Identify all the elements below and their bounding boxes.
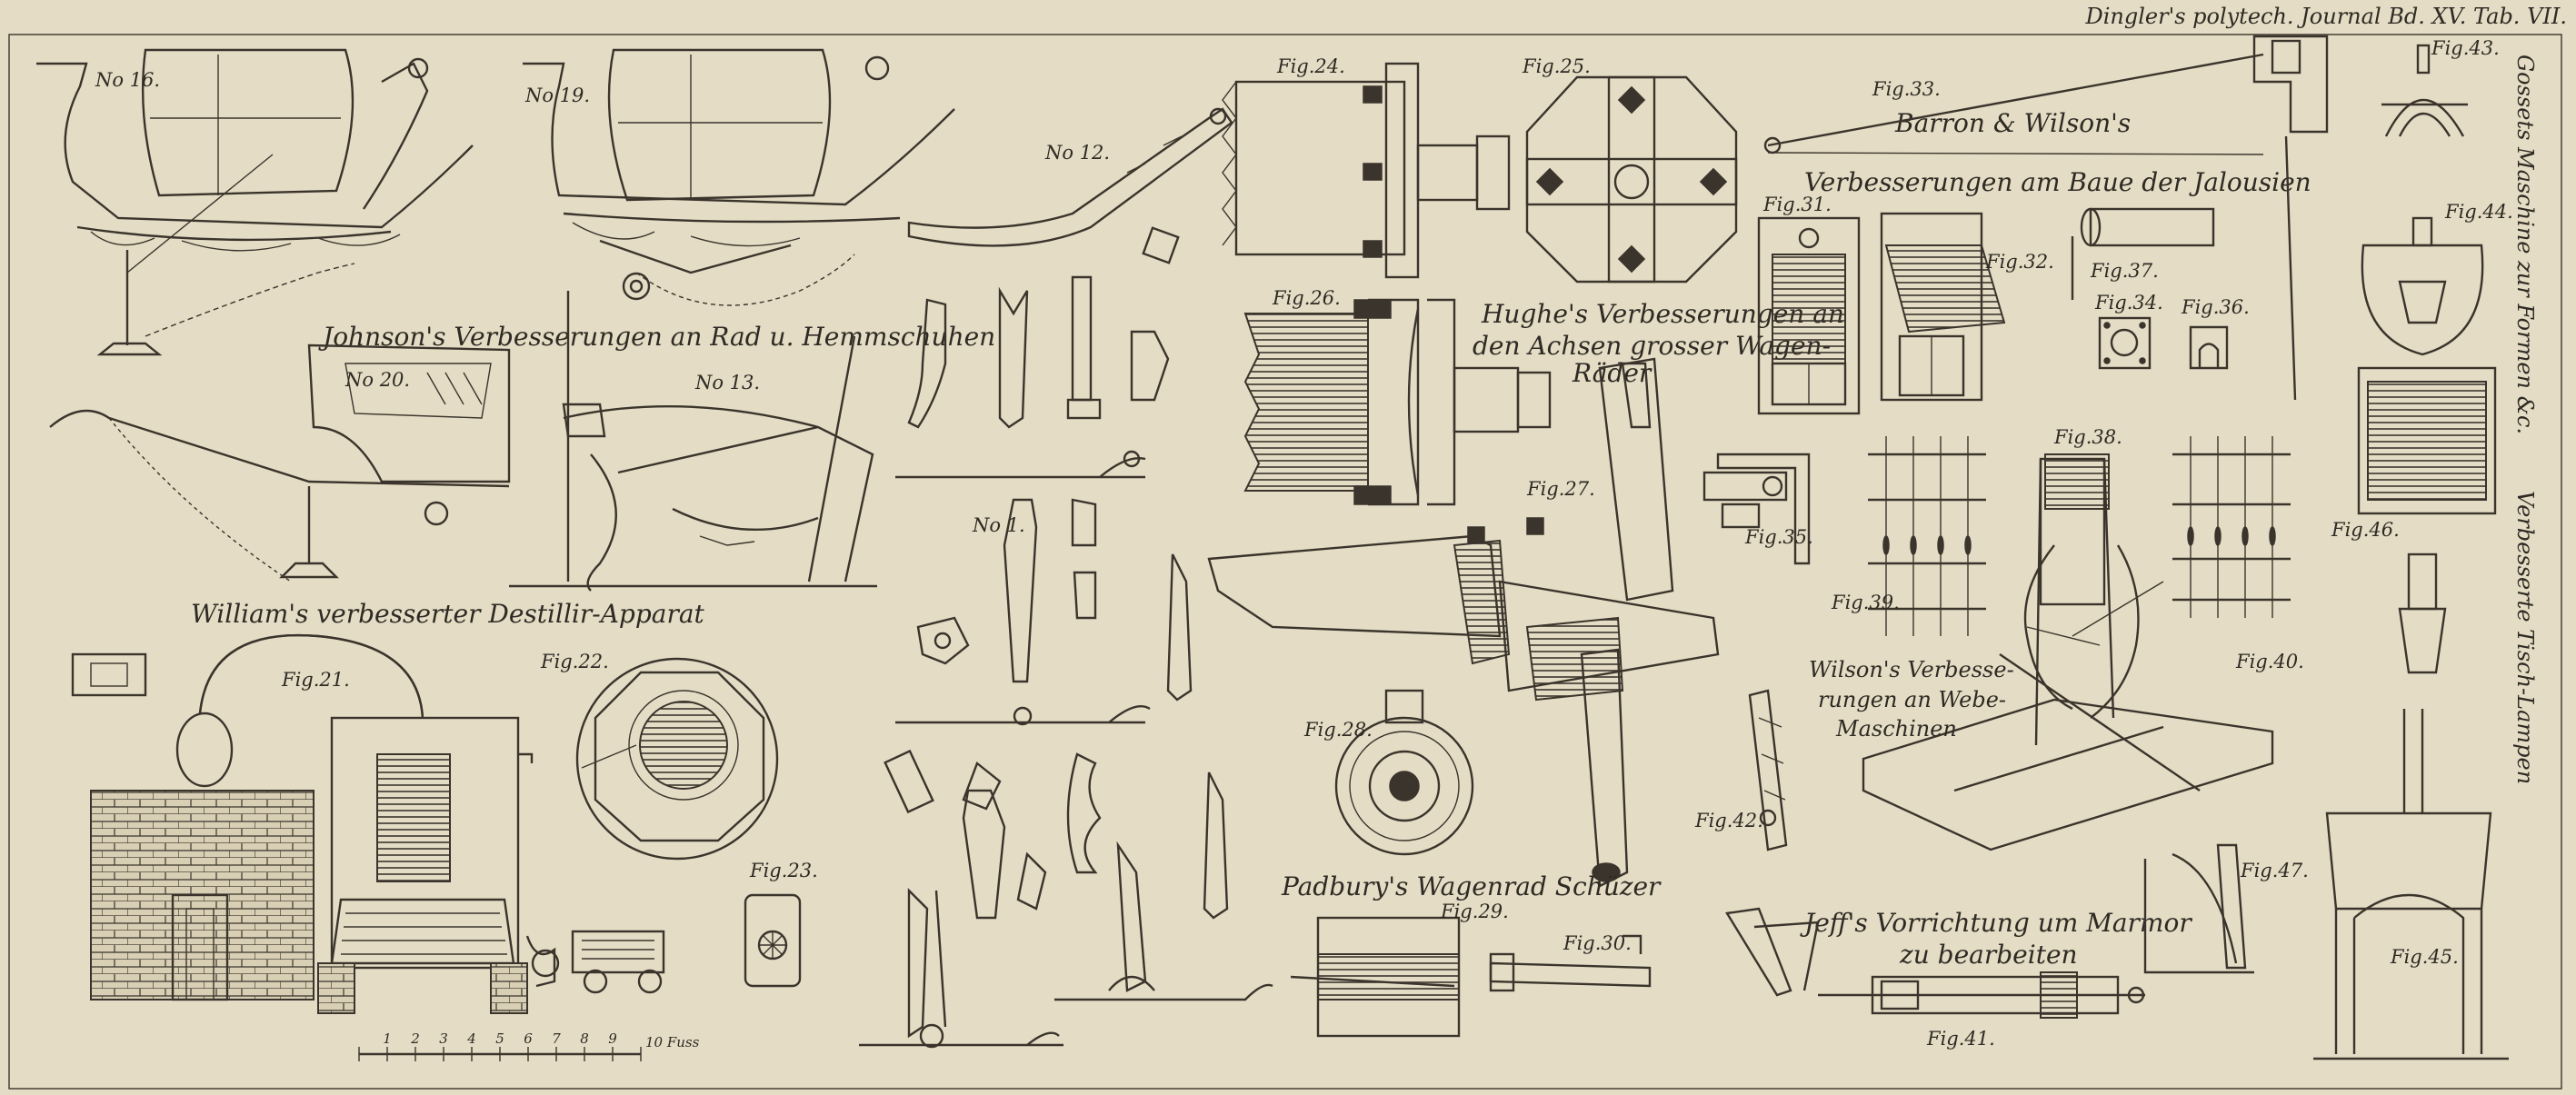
- label-fig28: Fig.28.: [1303, 719, 1373, 741]
- scale-tick-1: 1: [383, 1030, 392, 1047]
- caption-william: William's verbesserter Destillir-Apparat: [191, 599, 705, 629]
- scale-tick-5: 5: [495, 1030, 504, 1047]
- scale-label: 10 Fuss: [645, 1034, 700, 1050]
- label-no16: No 16.: [95, 69, 160, 91]
- fig39-heddles: Fig.39.: [1831, 436, 1986, 636]
- side-title-gosset: Gossets Maschine zur Formen &c.: [2512, 55, 2538, 434]
- plate-header: Dingler's polytech. Journal Bd. XV. Tab.…: [2085, 4, 2568, 29]
- scale-bar: 1 2 3 4 5 6 7 8 9 10 Fuss: [358, 1030, 700, 1061]
- fig45-lamp-section: Fig.45.: [2313, 709, 2509, 1060]
- fig28-hub-cap: Fig.28.: [1303, 689, 1474, 856]
- label-fig45: Fig.45.: [2390, 946, 2459, 968]
- fig29-wheel-guard: Fig.29.: [1290, 901, 1509, 1038]
- label-fig29: Fig.29.: [1440, 901, 1509, 922]
- brake-lever-no12: No 12.: [907, 107, 1233, 247]
- caption-barron-1: Barron & Wilson's: [1894, 108, 2131, 138]
- fig43-lamp-top: Fig.43.: [2381, 37, 2500, 137]
- brake-shoe-parts: No 1.: [859, 226, 1273, 1049]
- caption-wilson-1: Wilson's Verbesse-: [1809, 657, 2014, 682]
- caption-johnson: Johnson's Verbesserungen an Rad u. Hemms…: [318, 322, 995, 352]
- carriage-no16: No 16.: [36, 48, 474, 356]
- label-fig24: Fig.24.: [1276, 55, 1345, 77]
- label-fig34: Fig.34.: [2094, 292, 2163, 314]
- fig38-loom: Fig.38.: [1862, 426, 2274, 851]
- label-fig46: Fig.46.: [2331, 519, 2400, 541]
- fig37-roller: Fig.37.: [2071, 207, 2215, 300]
- label-fig47: Fig.47.: [2240, 860, 2309, 881]
- label-fig38: Fig.38.: [2053, 426, 2122, 448]
- label-fig43: Fig.43.: [2431, 37, 2500, 59]
- fig26-axle-section: Fig.26.: [1243, 287, 1552, 506]
- label-fig27: Fig.27.: [1526, 478, 1595, 500]
- label-fig23: Fig.23.: [749, 860, 818, 881]
- label-fig36: Fig.36.: [2181, 296, 2250, 318]
- side-title-lampen: Verbesserte Tisch-Lampen: [2512, 491, 2538, 784]
- label-fig30: Fig.30.: [1563, 932, 1632, 954]
- scale-tick-9: 9: [608, 1030, 617, 1047]
- caption-jeff-2: zu bearbeiten: [1899, 940, 2078, 970]
- label-fig40: Fig.40.: [2235, 651, 2304, 672]
- label-fig35: Fig.35.: [1744, 526, 1813, 548]
- fig21-still: Fig.21.: [71, 633, 665, 1014]
- label-fig32: Fig.32.: [1985, 251, 2054, 273]
- label-fig39: Fig.39.: [1831, 592, 1900, 613]
- fig27-wheel-section: Fig.27.: [1207, 357, 1720, 888]
- fig47-quadrant: Fig.47.: [2143, 843, 2309, 974]
- fig35-mechanism: Fig.35.: [1702, 453, 1813, 565]
- label-fig22: Fig.22.: [540, 651, 609, 672]
- fig44-lamp-bowl: Fig.44.: [2361, 201, 2513, 356]
- fig22-still-plan: Fig.22.: [540, 651, 779, 861]
- label-fig26: Fig.26.: [1272, 287, 1341, 309]
- label-fig33: Fig.33.: [1872, 78, 1941, 100]
- label-fig25: Fig.25.: [1522, 55, 1591, 77]
- carriage-no19: No 19.: [523, 48, 955, 306]
- caption-jeff-1: Jeff's Vorrichtung um Marmor: [1800, 908, 2192, 938]
- label-fig37: Fig.37.: [2090, 260, 2159, 282]
- label-fig42: Fig.42.: [1694, 810, 1763, 831]
- label-no19: No 19.: [524, 85, 590, 106]
- label-no1: No 1.: [972, 514, 1025, 536]
- scale-tick-2: 2: [410, 1030, 420, 1047]
- fig34-plate: Fig.34.: [2094, 292, 2163, 370]
- scale-tick-8: 8: [580, 1030, 589, 1047]
- caption-wilson-2: rungen an Webe-: [1818, 687, 2006, 712]
- caption-wilson-3: Maschinen: [1835, 716, 1957, 742]
- fig42-lever: Fig.42.: [1694, 689, 1788, 851]
- fig41-marble-machine: Fig.41.: [1725, 907, 2145, 1050]
- label-no20: No 20.: [344, 369, 410, 391]
- fig25-hub-plan: Fig.25.: [1522, 55, 1738, 284]
- fig30-pin: Fig.30.: [1489, 932, 1652, 992]
- caption-padbury: Padbury's Wagenrad Schüzer: [1281, 871, 1662, 901]
- caption-barron-2: Verbesserungen am Baue der Jalousien: [1804, 167, 2311, 197]
- fig24-axle: Fig.24.: [1222, 55, 1511, 279]
- caption-hughes-2: den Achsen grosser Wagen-: [1473, 331, 1831, 361]
- fig46-lamp-burner: [2398, 552, 2447, 674]
- scale-tick-7: 7: [552, 1030, 561, 1047]
- label-fig41: Fig.41.: [1926, 1028, 1995, 1050]
- label-fig21: Fig.21.: [281, 669, 350, 691]
- label-fig44: Fig.44.: [2444, 201, 2513, 223]
- label-fig31: Fig.31.: [1762, 194, 1832, 215]
- label-no13: No 13.: [694, 372, 760, 393]
- fig33-jalousie-cord: Fig.33.: [1763, 35, 2329, 401]
- fig32-window-open: Fig.32.: [1880, 212, 2054, 402]
- fig40-heddles: Fig.40.: [2172, 436, 2304, 672]
- fig31-window: Fig.31.: [1757, 194, 1861, 415]
- scale-tick-3: 3: [439, 1030, 448, 1047]
- scale-tick-6: 6: [524, 1030, 533, 1047]
- fig46-lamp-box: Fig.46.: [2331, 366, 2497, 541]
- scale-tick-4: 4: [466, 1030, 476, 1047]
- fig23-device: Fig.23.: [744, 860, 818, 988]
- fig36-bracket: Fig.36.: [2181, 296, 2250, 370]
- carriage-no20: No 20.: [49, 343, 511, 582]
- label-no12: No 12.: [1044, 142, 1110, 164]
- plate-border: [8, 34, 2562, 1090]
- carriage-no13: No 13.: [509, 291, 877, 592]
